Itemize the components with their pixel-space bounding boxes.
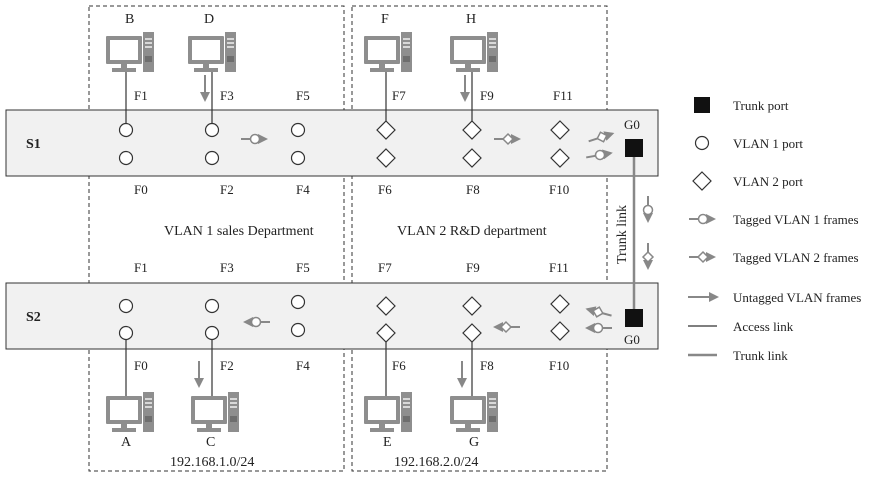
s1-f6-vlan2-port <box>376 148 396 168</box>
pc-f-icon <box>364 32 412 72</box>
s2-f5-vlan1-port <box>290 294 306 310</box>
switch-s1-label: S1 <box>26 137 41 152</box>
s2-port-f5: F5 <box>296 260 310 275</box>
legend-access-link-label: Access link <box>733 319 794 334</box>
legend: Trunk port VLAN 1 port VLAN 2 port Tagge… <box>688 97 861 363</box>
s2-f9-vlan2-port <box>462 296 482 316</box>
s1-port-f7: F7 <box>392 88 406 103</box>
vlan2-region <box>351 5 608 472</box>
vlan1-subnet: 192.168.1.0/24 <box>170 455 254 470</box>
host-label-c: C <box>206 435 215 450</box>
s2-trunk-port-label: G0 <box>624 332 640 347</box>
s2-port-f11: F11 <box>549 260 569 275</box>
s1-f4-vlan1-port <box>290 150 306 166</box>
legend-vlan2-port-label: VLAN 2 port <box>733 174 803 189</box>
s2-f0-vlan1-port <box>118 325 134 341</box>
trunk-tagged-vlan1-frame <box>644 196 653 221</box>
legend-tagged-vlan2-icon <box>689 252 714 262</box>
s2-f8-vlan2-port <box>462 323 482 343</box>
s2-port-f10: F10 <box>549 358 569 373</box>
s1-trunk-port-label: G0 <box>624 117 640 132</box>
host-label-b: B <box>125 12 134 27</box>
s2-f3-vlan1-port <box>204 298 220 314</box>
pc-e-icon <box>364 392 412 432</box>
s1-port-f9: F9 <box>480 88 494 103</box>
s1-f1-vlan1-port <box>118 122 134 138</box>
s1-port-f1: F1 <box>134 88 148 103</box>
s1-port-f8: F8 <box>466 182 480 197</box>
legend-untagged-label: Untagged VLAN frames <box>733 290 861 305</box>
switch-s1 <box>5 109 659 177</box>
pc-b-icon <box>106 32 154 72</box>
legend-tagged-vlan2-label: Tagged VLAN 2 frames <box>733 250 859 265</box>
switch-s2-label: S2 <box>26 310 41 325</box>
s1-f9-vlan2-port <box>462 120 482 140</box>
host-label-h: H <box>466 12 476 27</box>
legend-trunk-link-label: Trunk link <box>733 348 788 363</box>
trunk-link-label: Trunk link <box>615 205 630 264</box>
s2-f7-vlan2-port <box>376 296 396 316</box>
pc-d-icon <box>188 32 236 72</box>
switch-s2 <box>5 282 659 350</box>
legend-trunk-port-label: Trunk port <box>733 98 789 113</box>
host-label-e: E <box>383 435 392 450</box>
host-label-f: F <box>381 12 389 27</box>
pc-a-icon <box>106 392 154 432</box>
legend-vlan1-port-icon <box>694 135 710 151</box>
s2-port-f4: F4 <box>296 358 310 373</box>
s1-trunk-port <box>625 139 643 157</box>
s1-port-f3: F3 <box>220 88 234 103</box>
s1-f10-vlan2-port <box>550 148 570 168</box>
s1-port-f6: F6 <box>378 182 392 197</box>
host-label-g: G <box>469 435 479 450</box>
legend-tagged-vlan1-label: Tagged VLAN 1 frames <box>733 212 859 227</box>
pc-h-icon <box>450 32 498 72</box>
s1-port-f10: F10 <box>549 182 569 197</box>
trunk-tagged-vlan2-frame <box>643 243 653 268</box>
s1-port-f2: F2 <box>220 182 234 197</box>
legend-vlan2-port-icon <box>692 171 712 191</box>
s2-port-f1: F1 <box>134 260 148 275</box>
s2-f10-vlan2-port <box>550 321 570 341</box>
vlan1-region <box>88 5 345 472</box>
s2-port-f3: F3 <box>220 260 234 275</box>
s1-port-f11: F11 <box>553 88 573 103</box>
pc-c-icon <box>191 392 239 432</box>
s2-port-f9: F9 <box>466 260 480 275</box>
s2-port-f8: F8 <box>480 358 494 373</box>
vlan2-subnet: 192.168.2.0/24 <box>394 455 478 470</box>
s2-port-f7: F7 <box>378 260 392 275</box>
pc-g-icon <box>450 392 498 432</box>
s1-f2-vlan1-port <box>204 150 220 166</box>
vlan1-name: VLAN 1 sales Department <box>164 224 314 239</box>
s1-f7-vlan2-port <box>376 120 396 140</box>
s2-trunk-port <box>625 309 643 327</box>
s2-f2-vlan1-port <box>204 325 220 341</box>
s1-port-f4: F4 <box>296 182 310 197</box>
s1-f8-vlan2-port <box>462 148 482 168</box>
s1-f0-vlan1-port <box>118 150 134 166</box>
host-label-d: D <box>204 12 214 27</box>
s2-f6-vlan2-port <box>376 323 396 343</box>
s2-f11-vlan2-port <box>550 294 570 314</box>
s2-port-f0: F0 <box>134 358 148 373</box>
host-label-a: A <box>121 435 132 450</box>
s1-port-f5: F5 <box>296 88 310 103</box>
s2-f4-vlan1-port <box>290 322 306 338</box>
legend-trunk-port-icon <box>694 97 710 113</box>
s1-f5-vlan1-port <box>290 122 306 138</box>
vlan2-name: VLAN 2 R&D department <box>397 224 547 239</box>
legend-tagged-vlan1-icon <box>689 215 714 224</box>
s2-port-f2: F2 <box>220 358 234 373</box>
s1-f11-vlan2-port <box>550 120 570 140</box>
s2-port-f6: F6 <box>392 358 406 373</box>
s2-f1-vlan1-port <box>118 298 134 314</box>
s1-port-f0: F0 <box>134 182 148 197</box>
legend-vlan1-port-label: VLAN 1 port <box>733 136 803 151</box>
s1-f3-vlan1-port <box>204 122 220 138</box>
